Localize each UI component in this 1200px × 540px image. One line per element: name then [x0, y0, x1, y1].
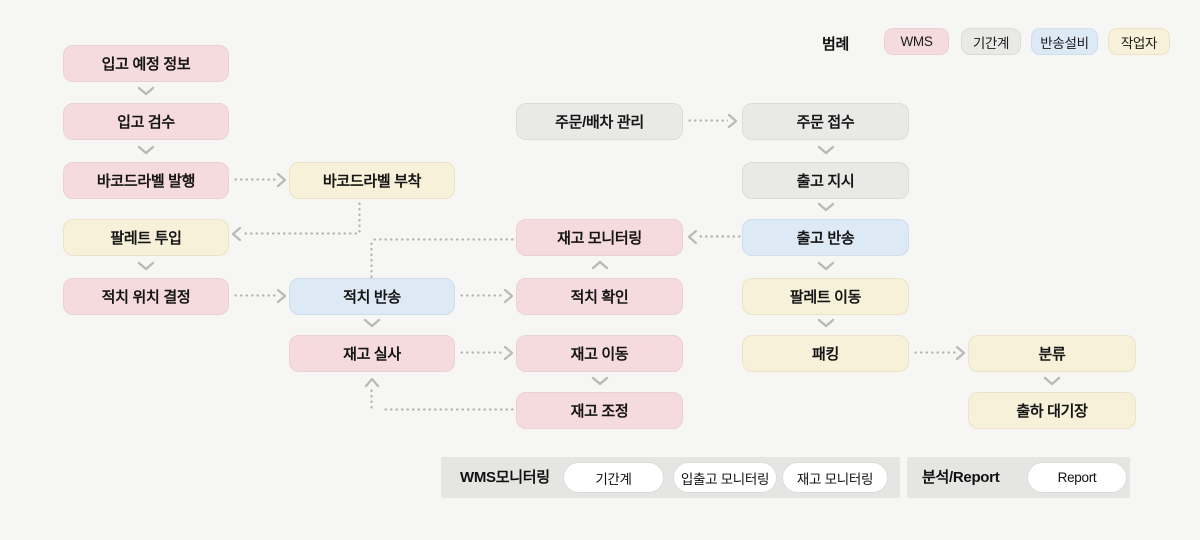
arrow-down-icon: [817, 145, 835, 155]
dotted-connector: [913, 351, 957, 354]
arrow-down-icon: [363, 318, 381, 328]
dotted-connector: [243, 232, 360, 235]
flow-node-packing: 패킹: [742, 335, 909, 372]
dotted-connector: [687, 119, 728, 122]
legend-badge-wms: WMS: [884, 28, 949, 55]
inout-monitoring-button[interactable]: 입출고 모니터링: [673, 462, 777, 493]
core-system-button[interactable]: 기간계: [563, 462, 664, 493]
arrow-down-icon: [817, 261, 835, 271]
flow-node-order-receipt: 주문 접수: [742, 103, 909, 140]
arrow-down-icon: [817, 318, 835, 328]
dotted-connector: [372, 238, 516, 241]
flow-node-pallet-move: 팔레트 이동: [742, 278, 909, 315]
flow-node-inbound-schedule: 입고 예정 정보: [63, 45, 229, 82]
flow-node-putaway-transfer: 적치 반송: [289, 278, 455, 315]
dotted-connector: [698, 235, 742, 238]
flow-node-pallet-input: 팔레트 투입: [63, 219, 229, 256]
wms-monitoring-panel-label: WMS모니터링: [460, 469, 550, 486]
flow-node-shipping-transfer: 출고 반송: [742, 219, 909, 256]
flow-node-shipping-yard: 출하 대기장: [968, 392, 1136, 429]
dotted-connector: [370, 388, 373, 409]
arrow-down-icon: [591, 376, 609, 386]
arrow-right-icon: [727, 113, 738, 129]
dotted-connector: [383, 408, 516, 411]
legend-badge-worker: 작업자: [1108, 28, 1170, 55]
arrow-right-icon: [276, 172, 287, 188]
report-button[interactable]: Report: [1027, 462, 1127, 493]
dotted-connector: [459, 351, 504, 354]
flow-node-putaway-location: 적치 위치 결정: [63, 278, 229, 315]
dotted-connector: [370, 241, 373, 278]
flow-node-stock-monitoring: 재고 모니터링: [516, 219, 683, 256]
arrow-down-icon: [1043, 376, 1061, 386]
dotted-connector: [459, 294, 504, 297]
arrow-right-icon: [503, 345, 514, 361]
legend-badge-core-system: 기간계: [961, 28, 1021, 55]
flow-node-sorting: 분류: [968, 335, 1136, 372]
dotted-connector: [233, 294, 277, 297]
flow-node-putaway-confirm: 적치 확인: [516, 278, 683, 315]
arrow-right-icon: [955, 345, 966, 361]
legend-title: 범례: [822, 36, 850, 53]
arrow-up-icon: [591, 260, 609, 270]
legend-badge-conveyor: 반송설비: [1031, 28, 1098, 55]
stock-monitoring-button[interactable]: 재고 모니터링: [782, 462, 888, 493]
arrow-up-icon: [364, 377, 380, 388]
arrow-down-icon: [137, 86, 155, 96]
arrow-down-icon: [817, 202, 835, 212]
dotted-connector: [358, 201, 361, 233]
report-panel-label: 분석/Report: [922, 469, 1000, 486]
flow-node-barcode-label-attach: 바코드라벨 부착: [289, 162, 455, 199]
flow-node-stock-move: 재고 이동: [516, 335, 683, 372]
dotted-connector: [233, 178, 277, 181]
flow-node-shipping-instruction: 출고 지시: [742, 162, 909, 199]
arrow-down-icon: [137, 145, 155, 155]
arrow-left-icon: [231, 226, 242, 242]
flow-node-stock-count: 재고 실사: [289, 335, 455, 372]
flow-node-barcode-label-issue: 바코드라벨 발행: [63, 162, 229, 199]
flow-node-order-dispatch: 주문/배차 관리: [516, 103, 683, 140]
arrow-right-icon: [503, 288, 514, 304]
arrow-down-icon: [137, 261, 155, 271]
flow-node-inbound-inspection: 입고 검수: [63, 103, 229, 140]
arrow-left-icon: [687, 229, 698, 245]
flow-node-stock-adjust: 재고 조정: [516, 392, 683, 429]
arrow-right-icon: [276, 288, 287, 304]
